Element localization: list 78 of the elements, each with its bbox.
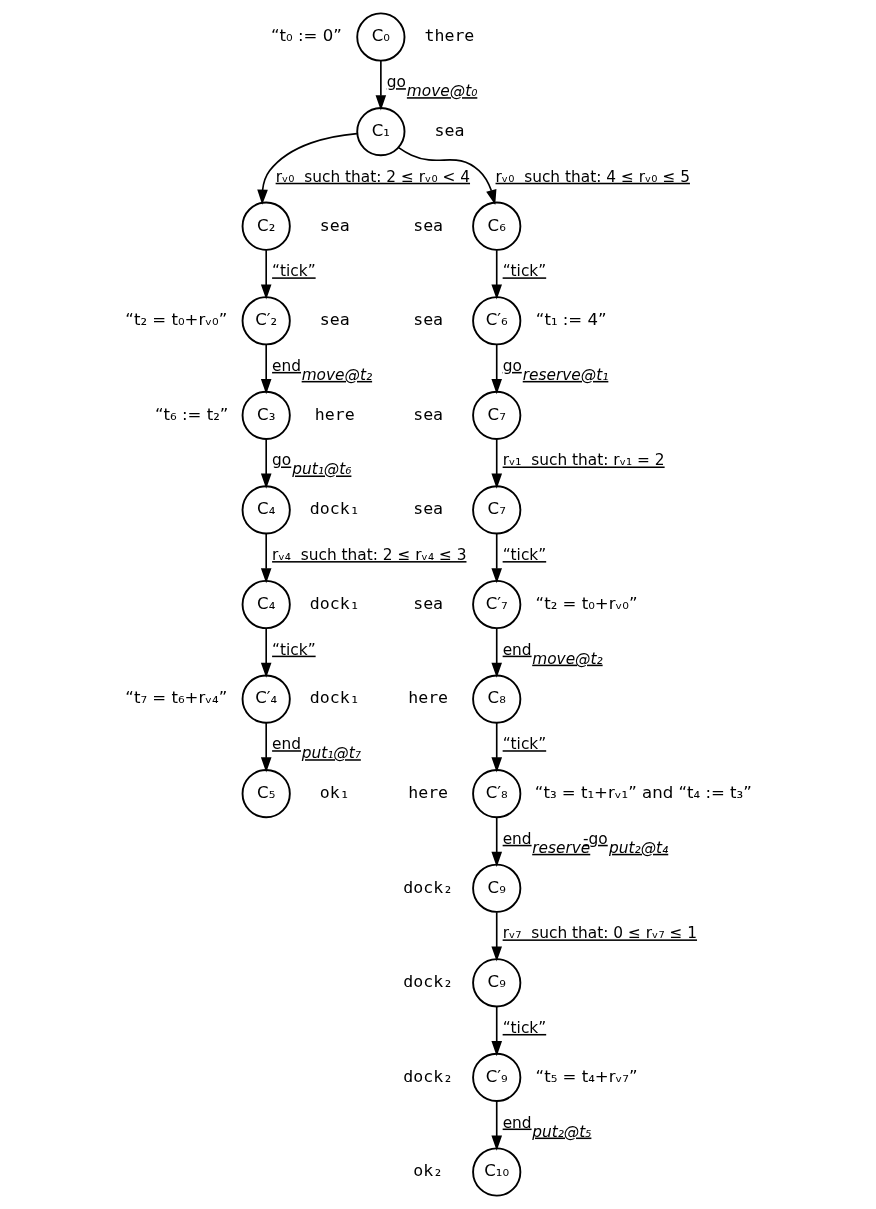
node-label: sea <box>412 310 443 330</box>
node-circle: C₈ <box>471 674 521 724</box>
node-label: “t₅ = t₄+rᵥ₇” <box>535 1066 638 1086</box>
node-circle: C′₄ <box>241 674 291 724</box>
node-label: “t₀ := 0” <box>270 26 342 46</box>
node-circle: C₁ <box>355 107 405 157</box>
node-label: sea <box>319 215 350 235</box>
node-circle: C₆ <box>471 201 521 251</box>
node-circle: C′₉ <box>471 1052 521 1102</box>
edge-label: “tick” <box>502 546 546 565</box>
node-circle: C₃ <box>241 390 291 440</box>
node-label: sea <box>433 120 464 140</box>
node-label: here <box>314 404 355 424</box>
arrow <box>490 722 502 773</box>
node-label: dock₁ <box>309 499 360 519</box>
edge-label: rᵥ₄ such that: 2 ≤ rᵥ₄ ≤ 3 <box>271 546 466 565</box>
node-label: “t₃ = t₁+rᵥ₁” and “t₄ := t₃” <box>534 783 752 803</box>
node-label: sea <box>412 404 443 424</box>
arrow <box>490 816 502 868</box>
node-label: dock₂ <box>402 1066 453 1086</box>
node-label: “t₆ := t₂” <box>154 404 228 424</box>
edge-label: “tick” <box>271 262 316 281</box>
arrow <box>260 249 271 300</box>
arrow <box>397 146 496 206</box>
node-label: “t₂ = t₀+rᵥ₀” <box>535 593 638 613</box>
arrow <box>490 1100 502 1151</box>
edge-label: rᵥ₀ such that: 4 ≤ rᵥ₀ ≤ 5 <box>495 167 690 186</box>
node-label: ok₁ <box>319 783 350 803</box>
node-circle: C₀ <box>355 12 405 62</box>
node-label: dock₂ <box>402 972 453 992</box>
arrow <box>260 722 271 773</box>
node-label: sea <box>412 593 443 613</box>
arrow <box>490 911 502 962</box>
node-label: ok₂ <box>412 1161 443 1181</box>
node-circle: C₇ <box>471 485 521 535</box>
arrow <box>490 249 502 300</box>
arrow <box>260 343 271 395</box>
arrow <box>490 343 502 395</box>
node-label: dock₂ <box>402 877 453 897</box>
node-circle: C₇ <box>471 390 521 440</box>
node-label: there <box>424 26 474 46</box>
node-circle: C₉ <box>471 958 521 1008</box>
arrow <box>490 627 502 678</box>
node-circle: C′₇ <box>471 579 521 630</box>
arrow <box>490 438 502 489</box>
node-label: “t₂ = t₀+rᵥ₀” <box>124 310 227 330</box>
node-circle: C₉ <box>471 863 521 913</box>
node-label: “t₁ := 4” <box>535 310 607 330</box>
node-label: sea <box>412 499 443 519</box>
node-circle: C′₆ <box>471 296 521 346</box>
arrow <box>375 60 386 111</box>
edge-label: “tick” <box>502 262 546 281</box>
node-circle: C₂ <box>241 201 291 251</box>
arrow <box>260 438 271 489</box>
edge-label: “tick” <box>502 1018 546 1037</box>
edge-label: “tick” <box>502 735 546 754</box>
arrow <box>490 1005 502 1057</box>
edge-label: rᵥ₀ such that: 2 ≤ rᵥ₀ < 4 <box>275 167 470 186</box>
edge-label: “tick” <box>271 640 316 659</box>
node-label: dock₁ <box>309 688 360 708</box>
node-circle: C₁₀ <box>471 1147 521 1197</box>
node-circle: C₄ <box>241 485 291 535</box>
node-label: dock₁ <box>309 593 360 613</box>
node-label: “t₇ = t₆+rᵥ₄” <box>124 688 227 708</box>
arrow <box>260 533 271 584</box>
node-label: here <box>407 783 448 803</box>
node-circle: C₅ <box>241 769 291 819</box>
node-circle: C′₂ <box>241 296 291 346</box>
arrow <box>256 132 358 205</box>
node-label: sea <box>319 310 350 330</box>
node-circle: C₄ <box>241 579 291 630</box>
edge-label: rᵥ₇ such that: 0 ≤ rᵥ₇ ≤ 1 <box>502 924 697 943</box>
node-circle: C′₈ <box>471 769 521 819</box>
node-label: here <box>407 688 448 708</box>
arrow <box>260 627 271 678</box>
arrow <box>490 533 502 584</box>
node-label: sea <box>412 215 443 235</box>
edge-label: rᵥ₁ such that: rᵥ₁ = 2 <box>502 451 665 470</box>
